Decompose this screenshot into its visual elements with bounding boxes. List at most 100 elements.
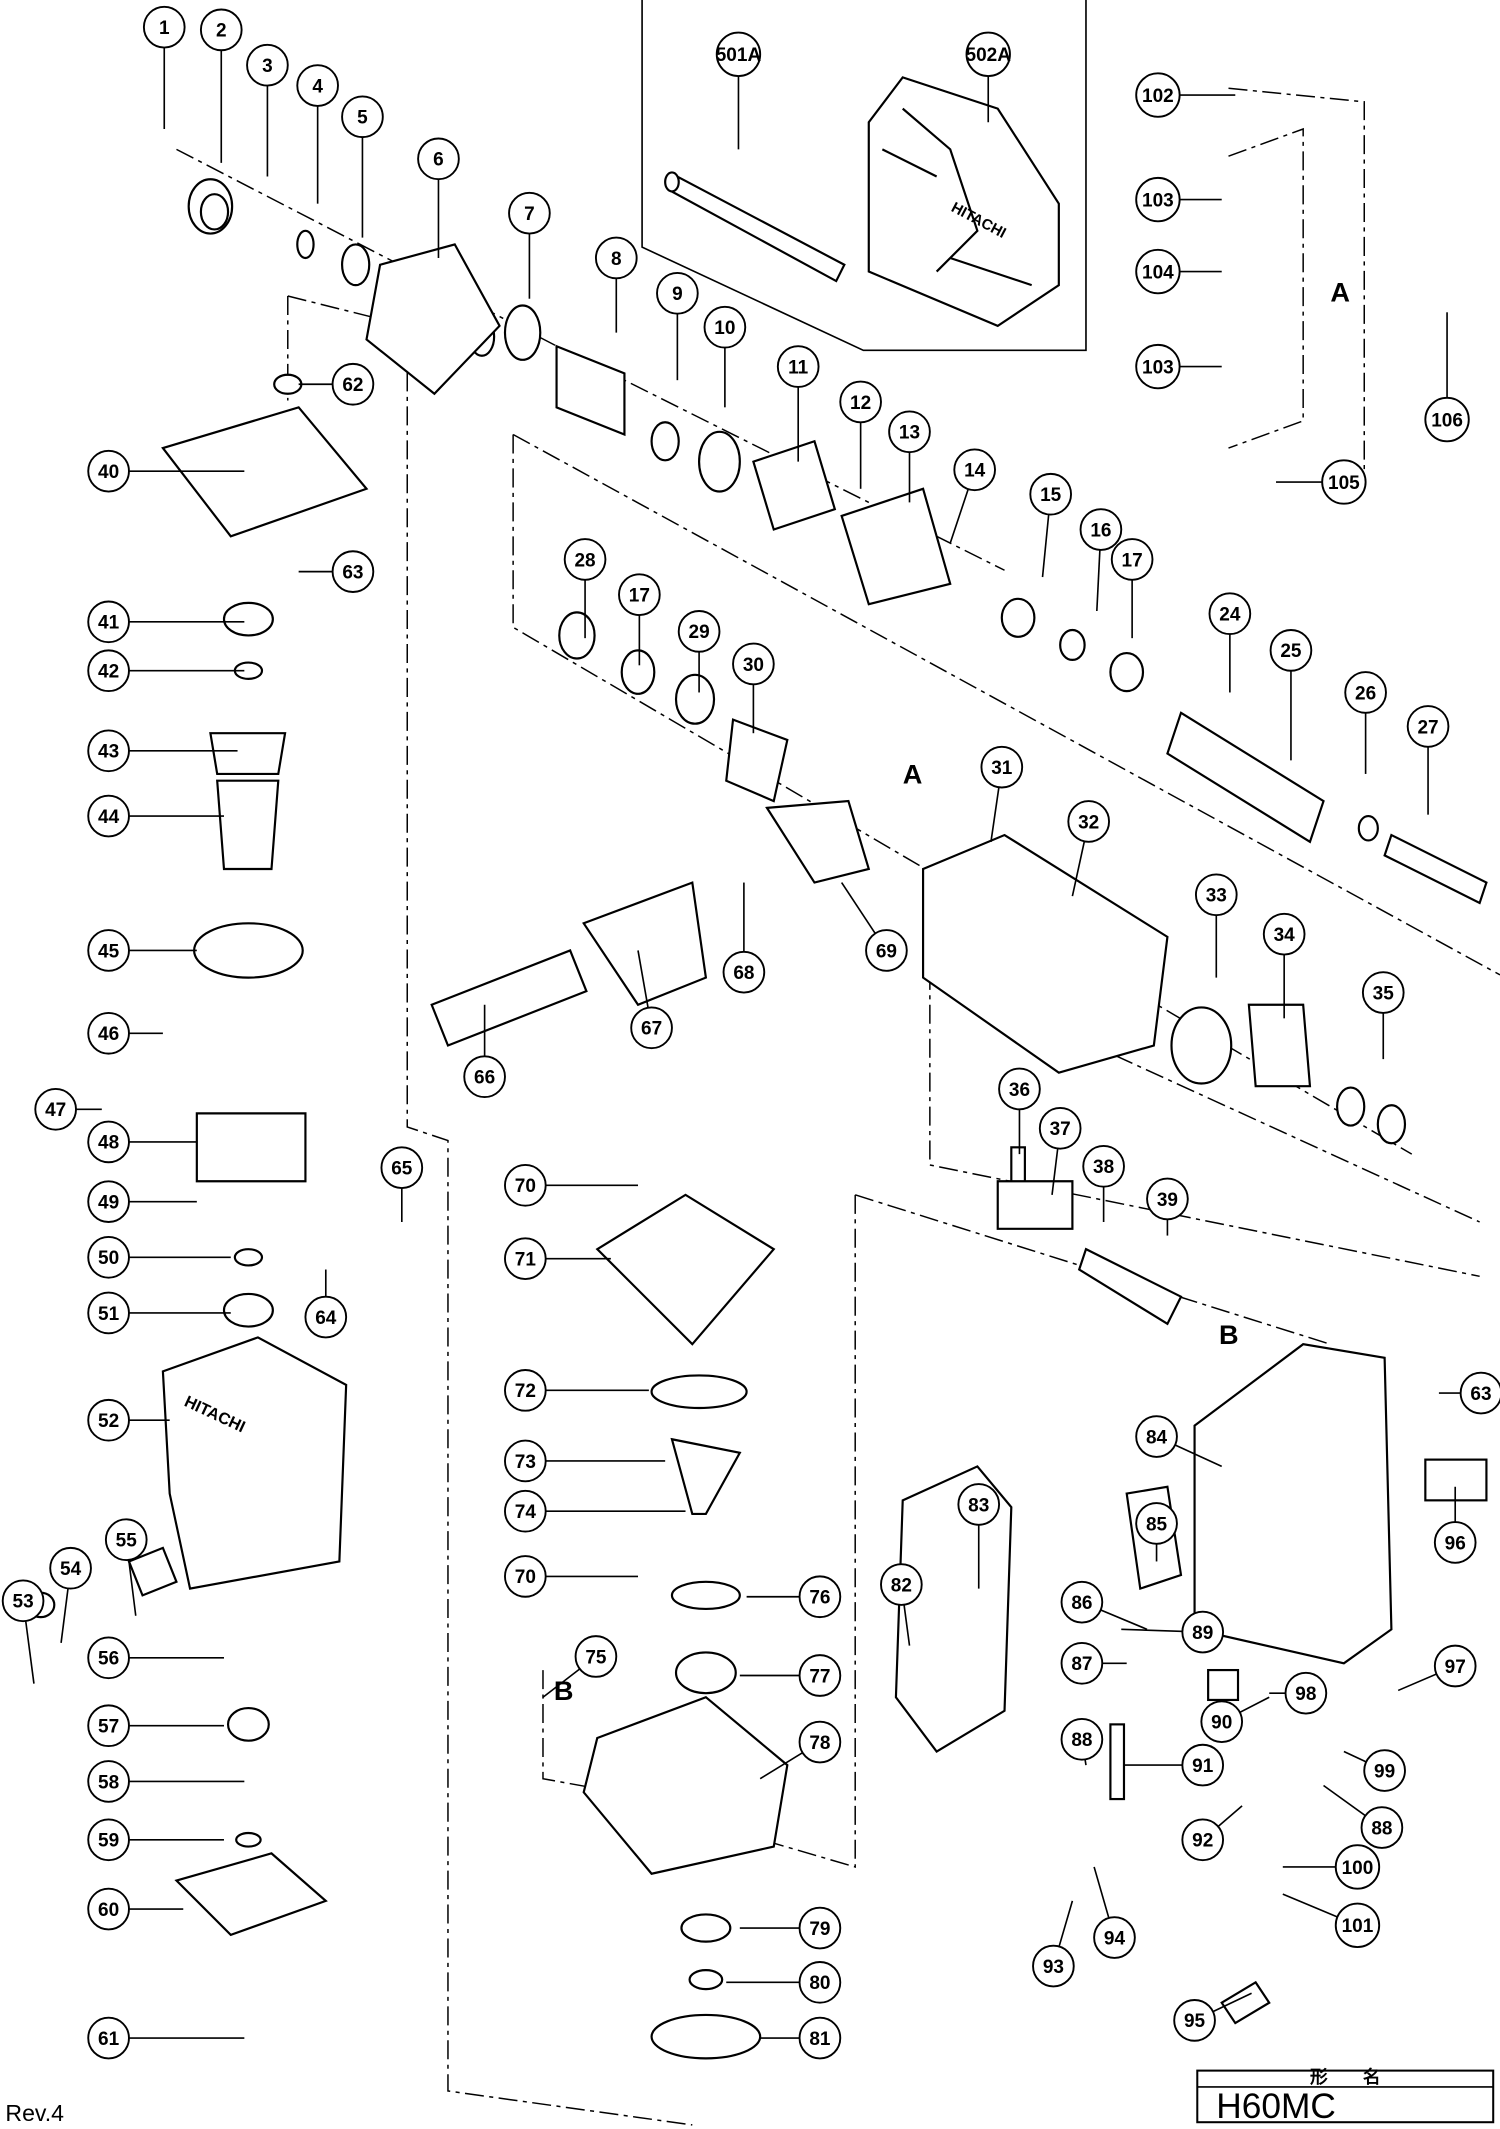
callout-part-57: 57 [87,1704,224,1748]
callout-number: 56 [98,1649,119,1670]
ref-letter-a: A [903,758,923,789]
callout-number: 76 [809,1588,830,1609]
callout-circle [87,1291,130,1335]
callout-circle [331,362,375,406]
part-45 [193,922,304,979]
part-60 [174,1852,328,1937]
callout-part-36: 36 [998,1067,1041,1155]
part-41 [222,601,274,637]
callout-number: 2 [216,21,227,42]
callout-number: 29 [689,622,710,643]
callout-part-29: 29 [677,610,721,693]
callout-part-11: 11 [776,345,820,462]
part-43 [209,732,287,776]
part-40 [161,406,369,538]
callout-part-48: 48 [87,1120,197,1164]
callout-number: 104 [1142,262,1174,283]
callout-circle [504,1369,547,1412]
callout-part-39: 39 [1146,1177,1189,1236]
part-80 [688,1969,724,1991]
callout-part-10: 10 [703,305,747,408]
callout-number: 17 [629,586,650,607]
callout-number: 10 [714,318,735,339]
part-84 [1193,1343,1393,1665]
callout-circle [87,729,130,773]
callout-number: 11 [788,357,809,378]
part-62 [273,373,303,395]
callout-part-88: 88 [1060,1717,1104,1766]
callout-circle [715,31,762,77]
callout-circle [331,550,375,593]
callout-part-43: 43 [87,729,238,773]
callout-part-14: 14 [949,448,996,544]
callout-number: 89 [1192,1623,1213,1644]
callout-number: 100 [1342,1858,1374,1879]
callout-circle [87,1180,130,1223]
callout-number: 87 [1071,1654,1092,1675]
part-17b [620,649,656,695]
callout-circle [1406,705,1450,748]
part-76 [670,1580,741,1611]
callout-number: 26 [1355,683,1376,704]
callout-number: 30 [743,655,764,676]
callout-part-61: 61 [87,2016,245,2060]
callout-number: 53 [13,1592,34,1613]
callout-circle [1181,1610,1225,1654]
callout-number: 24 [1219,605,1241,626]
callout-number: 105 [1328,473,1360,494]
callout-part-69: 69 [840,882,908,972]
part-7 [503,304,542,361]
part-69 [765,799,871,884]
callout-number: 62 [342,375,363,396]
part-34 [1247,1003,1312,1088]
part-81 [650,2013,762,2060]
callout-number: 58 [98,1772,119,1793]
callout-part-72: 72 [504,1369,649,1412]
callout-circle [1363,1749,1406,1792]
callout-part-30: 30 [732,642,775,734]
callout-number: 95 [1184,2011,1206,2032]
callout-circle [1060,1641,1104,1685]
part-3 [340,243,371,287]
callout-number: 68 [733,963,754,984]
callout-circle [1181,1743,1225,1787]
callout-number: 37 [1050,1119,1071,1140]
callout-circle [504,1237,547,1280]
callout-circle [980,745,1024,789]
callout-number: 41 [98,613,120,634]
part-44 [216,779,280,871]
part-25 [1166,711,1325,844]
callout-part-34: 34 [1262,912,1306,1019]
callout-part-99: 99 [1343,1749,1406,1792]
callout-number: 1 [159,18,170,39]
callout-part-40: 40 [87,449,245,493]
callout-circle [1361,971,1405,1014]
part-10 [698,430,741,493]
callout-circle [1181,1818,1225,1862]
callout-number: 501A [716,45,762,66]
callout-part-502A: 502A [966,31,1012,123]
callout-circle [246,43,289,87]
callout-part-35: 35 [1361,971,1405,1060]
part-2 [296,229,315,260]
callout-circle [1135,72,1181,118]
callout-circle [594,236,638,280]
callout-number: 502A [966,45,1012,66]
callout-circle [888,410,931,454]
callout-part-17: 17 [1110,538,1154,639]
part-29 [674,673,716,725]
callout-part-75: 75 [542,1635,618,1698]
callout-number: 46 [98,1024,119,1045]
callout-number: 73 [515,1452,536,1473]
callout-part-73: 73 [504,1439,666,1483]
callout-part-104: 104 [1135,248,1222,295]
part-73 [670,1437,742,1516]
callout-number: 34 [1274,925,1296,946]
callout-part-28: 28 [563,538,607,639]
callout-circle [87,1818,130,1862]
callout-number: 67 [641,1019,662,1040]
callout-number: 102 [1142,86,1174,107]
callout-circle [1082,1145,1125,1188]
callout-circle [1146,1177,1189,1221]
part-14 [840,487,952,606]
